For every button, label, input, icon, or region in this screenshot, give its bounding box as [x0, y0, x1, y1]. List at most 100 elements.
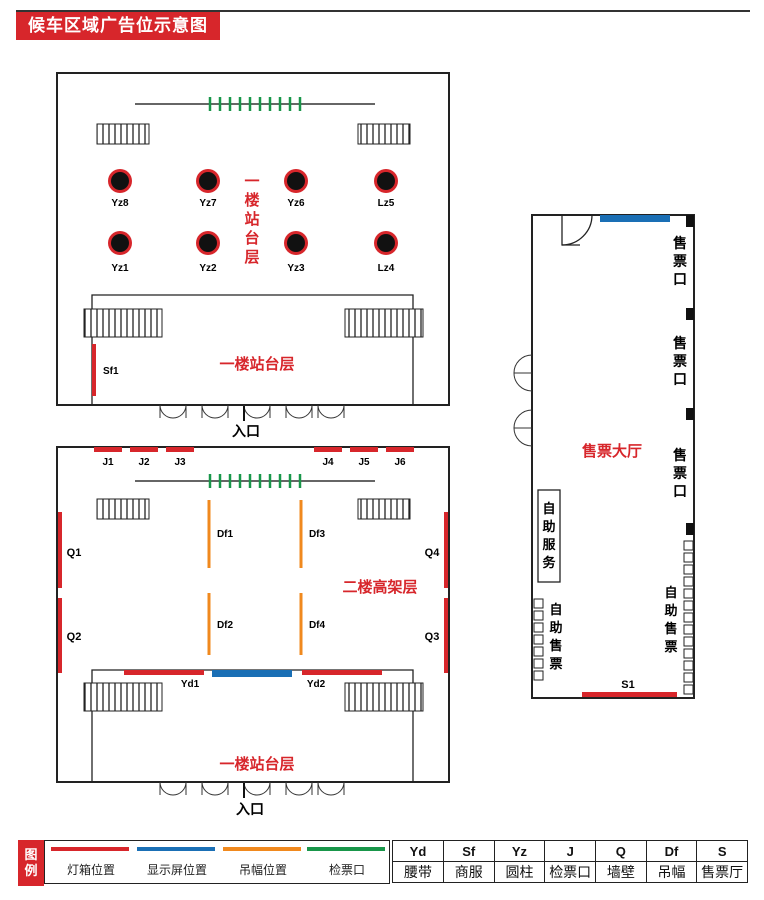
j5-lightbox	[350, 447, 378, 452]
j2-lightbox	[130, 447, 158, 452]
legend-code: Yz	[493, 840, 546, 862]
right-ticket-machines	[683, 540, 694, 695]
lower-stairs-left	[96, 498, 150, 520]
j6-label: J6	[394, 457, 406, 468]
counter-label-1: 售票口	[672, 235, 687, 287]
yd1-lightbox	[124, 670, 204, 675]
floor-plan-diagram: Yz8 Yz7 Yz6 Lz5 Yz1 Yz2 Yz3 Lz4	[56, 72, 695, 817]
legend-item-label: 灯箱位置	[66, 863, 115, 877]
upper-gate-marks	[208, 97, 302, 111]
s1-lightbox	[582, 692, 677, 697]
lower-escalator-right	[344, 682, 424, 712]
pillar-yz6: Yz6	[284, 169, 308, 209]
pillar-label: Yz6	[287, 198, 305, 209]
self-service-label: 自助服务	[542, 501, 556, 570]
j3-lightbox	[166, 447, 194, 452]
hall-side-doors	[513, 354, 533, 447]
legend-meaning-row: 腰带 商服 圆柱 检票口 墙壁 吊幅 售票厅	[392, 861, 748, 883]
q3-label: Q3	[425, 631, 440, 643]
legend-meaning: 腰带	[392, 861, 444, 883]
counter-marker	[686, 523, 694, 535]
s1-label: S1	[621, 679, 634, 691]
lower-floor-label: 二楼高架层	[342, 578, 417, 596]
self-ticket-left-label: 自助售票	[549, 602, 562, 671]
j2-label: J2	[138, 457, 150, 468]
legend-code: Df	[645, 840, 698, 862]
upper-entrance-doors	[159, 404, 345, 419]
pillar-yz8: Yz8	[108, 169, 132, 209]
pillar-label: Yz8	[111, 198, 129, 209]
legend-meaning: 检票口	[544, 861, 597, 883]
q1-label: Q1	[67, 547, 82, 559]
pillar-label: Yz7	[199, 198, 217, 209]
legend-code-row: Yd Sf Yz J Q Df S	[392, 840, 748, 862]
df3-label: Df3	[309, 529, 326, 540]
header-rule	[16, 10, 750, 12]
upper-plan-outer-wall	[56, 72, 450, 406]
j5-label: J5	[358, 457, 370, 468]
yd2-lightbox	[302, 670, 382, 675]
upper-escalator-right	[344, 308, 424, 338]
pillar-yz1: Yz1	[108, 231, 132, 274]
counter-label-3: 售票口	[672, 447, 687, 499]
legend-item-label: 吊幅位置	[238, 863, 287, 877]
q4-label: Q4	[425, 547, 441, 559]
page-title: 候车区域广告位示意图	[16, 12, 220, 40]
self-ticket-right-label: 自助售票	[664, 585, 677, 654]
legend: 图 例 灯箱位置 显示屏位置 吊幅位置 检票口 Yd Sf Yz J Q Df …	[18, 840, 748, 888]
legend-meaning: 吊幅	[645, 861, 698, 883]
hall-display-screen	[600, 215, 670, 222]
j1-lightbox	[94, 447, 122, 452]
lower-entrance-label: 入口	[236, 801, 264, 817]
legend-tag-char: 例	[24, 863, 38, 878]
upper-plan: Yz8 Yz7 Yz6 Lz5 Yz1 Yz2 Yz3 Lz4	[56, 72, 450, 439]
legend-item-banner: 吊幅位置	[223, 847, 303, 878]
pillar-lz5: Lz5	[374, 169, 398, 209]
legend-item-screen: 显示屏位置	[137, 847, 217, 878]
df1-label: Df1	[217, 529, 234, 540]
j6-lightbox	[386, 447, 414, 452]
pillar-label: Yz1	[111, 263, 129, 274]
pillar-yz7: Yz7	[196, 169, 220, 209]
j1-label: J1	[102, 457, 114, 468]
sf1-label: Sf1	[103, 366, 119, 377]
pillar-label: Yz3	[287, 263, 305, 274]
counter-marker	[686, 408, 694, 420]
df4-label: Df4	[309, 620, 326, 631]
q2-label: Q2	[67, 631, 82, 643]
legend-code: Q	[595, 840, 647, 862]
lower-entrance-doors	[159, 781, 345, 796]
lower-gate-marks	[208, 474, 302, 488]
center-display-screen	[212, 670, 292, 677]
yd2-label: Yd2	[307, 679, 326, 690]
legend-code: Sf	[442, 840, 495, 862]
upper-stairs-left	[96, 123, 150, 145]
lower-escalator-left	[83, 682, 163, 712]
lower-plan: J1 J2 J3 J4 J5 J6 Q1 Q2 Q3 Q4 Df1 Df2 Df…	[56, 446, 450, 817]
legend-meaning: 圆柱	[493, 861, 546, 883]
j3-label: J3	[174, 457, 186, 468]
pillar-yz3: Yz3	[284, 231, 308, 274]
legend-line-swatches: 灯箱位置 显示屏位置 吊幅位置 检票口	[44, 840, 390, 884]
lower-plan-outer-wall	[56, 446, 450, 783]
legend-item-label: 显示屏位置	[146, 863, 207, 877]
lower-platform-label: 一楼站台层	[219, 755, 294, 773]
ticket-hall: 售票口 售票口 售票口 售票大厅 自助服务 自助售票	[513, 214, 695, 699]
upper-stairs-right	[357, 123, 411, 145]
legend-item-gate: 检票口	[307, 847, 387, 878]
legend-code: J	[544, 840, 597, 862]
left-ticket-machines	[533, 598, 544, 681]
upper-escalator-left	[83, 308, 163, 338]
ticket-hall-label: 售票大厅	[582, 442, 642, 460]
legend-tag: 图 例	[18, 840, 44, 886]
df2-label: Df2	[217, 620, 234, 631]
counter-label-2: 售票口	[672, 335, 687, 387]
legend-code-table: Yd Sf Yz J Q Df S 腰带 商服 圆柱 检票口 墙壁 吊幅 售票厅	[392, 840, 748, 883]
upper-platform-label: 一楼站台层	[219, 355, 294, 373]
legend-item-lightbox: 灯箱位置	[51, 847, 131, 878]
counter-marker	[686, 308, 694, 320]
legend-meaning: 商服	[442, 861, 495, 883]
legend-tag-char: 图	[24, 847, 38, 862]
pillar-lz4: Lz4	[374, 231, 398, 274]
lower-stairs-right	[357, 498, 411, 520]
